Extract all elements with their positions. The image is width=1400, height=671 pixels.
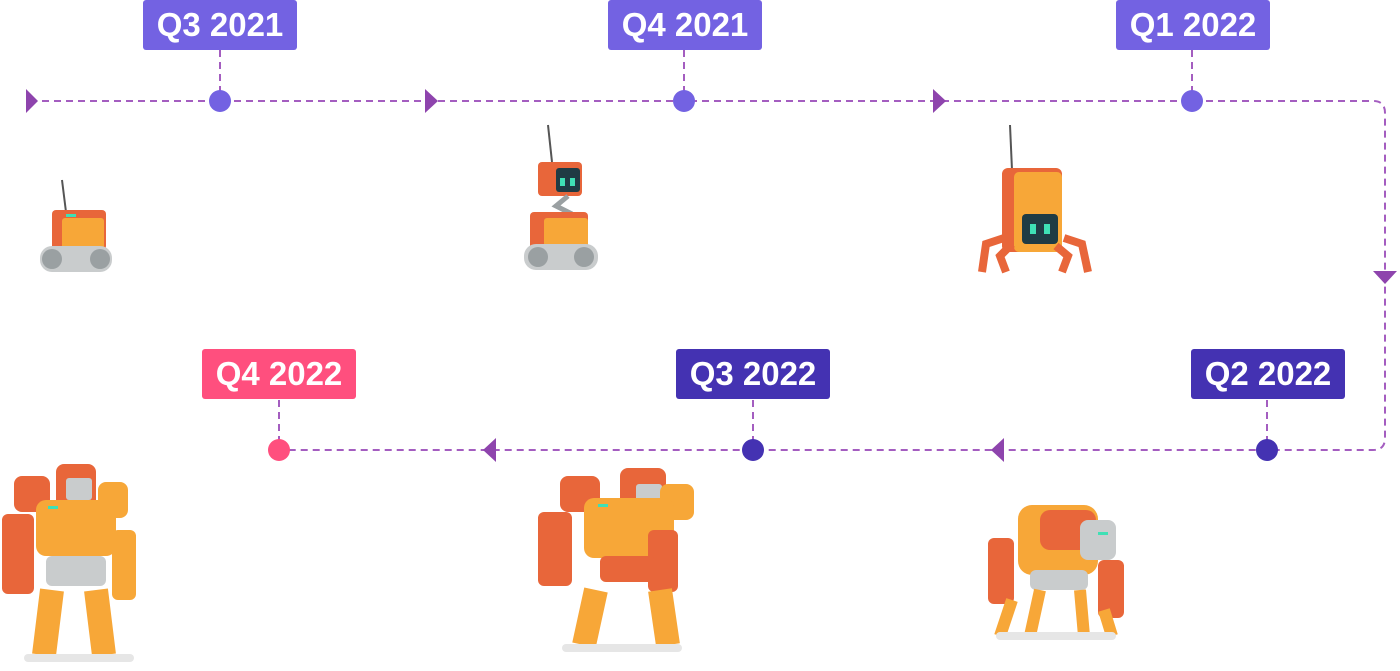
- milestone-label-q1-2022: Q1 2022: [1116, 0, 1270, 50]
- arrow-right-icon: [425, 89, 438, 113]
- arrow-down-icon: [1373, 271, 1397, 284]
- milestone-label-q4-2022: Q4 2022: [202, 349, 356, 399]
- humanoid-robot-icon: [538, 468, 694, 652]
- milestone-label-q3-2021: Q3 2021: [143, 0, 297, 50]
- arrow-left-icon: [483, 438, 496, 462]
- tall-humanoid-robot-icon: [2, 464, 136, 662]
- arrow-right-icon: [933, 89, 946, 113]
- spider-leg-robot-icon: [978, 124, 1092, 274]
- wheeled-robot-with-head-icon: [524, 124, 598, 270]
- milestone-dot: [209, 90, 231, 112]
- milestone-dot: [1256, 439, 1278, 461]
- milestone-label-q4-2021: Q4 2021: [608, 0, 762, 50]
- milestone-dot: [673, 90, 695, 112]
- arrow-right-icon: [26, 89, 38, 113]
- small-wheeled-robot-icon: [40, 179, 112, 272]
- arrow-left-icon: [991, 438, 1004, 462]
- milestone-dot: [742, 439, 764, 461]
- milestone-dot: [1181, 90, 1203, 112]
- milestone-label-q3-2022: Q3 2022: [676, 349, 830, 399]
- crouching-robot-icon: [988, 505, 1124, 640]
- milestone-dot: [268, 439, 290, 461]
- milestone-label-q2-2022: Q2 2022: [1191, 349, 1345, 399]
